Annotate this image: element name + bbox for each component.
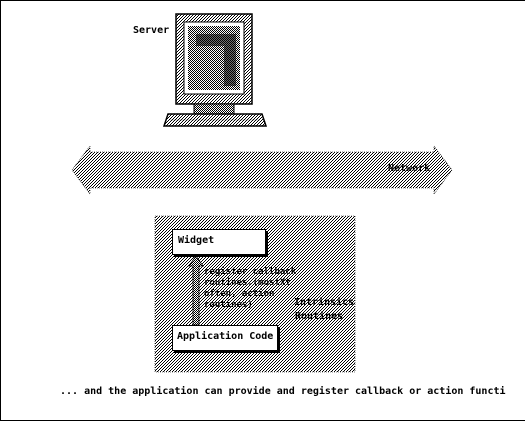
callback-note: register callback routines.(mostXt often… [204,267,296,311]
computer-monitor-icon [162,13,268,127]
callback-note-line: routines) [204,300,253,310]
callback-note-line: register callback [204,267,297,277]
intrinsics-label-line1: Intrinsics [294,297,355,308]
intrinsics-label: Intrinsics Routines [294,296,354,324]
application-code-label: Application Code [177,331,274,342]
widget-box [172,229,266,255]
widget-label: Widget [178,235,215,246]
server-label: Server [133,25,170,36]
caption: ... and the application can provide and … [60,386,506,397]
callback-note-line: routines.(mostXt [204,278,291,288]
callback-note-line: often, action [204,289,275,299]
network-label: Network [388,163,431,174]
network-double-arrow-icon [71,145,453,195]
intrinsics-label-line2: Routines [295,311,344,322]
application-code-box [172,325,278,351]
